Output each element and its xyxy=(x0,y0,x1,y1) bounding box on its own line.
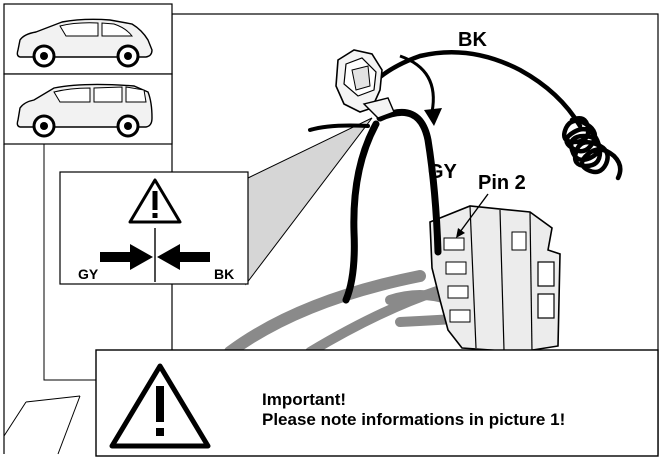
multipin-connector xyxy=(429,205,561,353)
pin-leader xyxy=(456,193,489,238)
mpv-car-icon xyxy=(16,83,153,138)
bk-wire xyxy=(359,50,623,181)
leader-line xyxy=(43,144,96,381)
note-line-1: Important! xyxy=(262,390,346,409)
splice-symbol xyxy=(100,228,210,282)
gy-wire xyxy=(308,108,442,304)
detail-box: GY BK xyxy=(59,171,249,285)
warning-triangle-icon xyxy=(109,363,211,449)
vehicle-panel xyxy=(3,3,173,454)
note-line-2: Please note informations in picture 1! xyxy=(262,410,565,429)
bk-wire-label: BK xyxy=(458,29,487,51)
warning-triangle-icon xyxy=(128,178,182,224)
detail-bk-label: BK xyxy=(214,266,234,282)
direction-arrow xyxy=(399,54,442,126)
splice-connector-icon xyxy=(335,49,395,119)
page-corner xyxy=(3,395,81,455)
pin-label: Pin 2 xyxy=(478,172,526,194)
important-note: Important! Please note informations in p… xyxy=(95,349,659,457)
detail-gy-label: GY xyxy=(78,266,99,282)
gy-wire-label: GY xyxy=(428,161,458,183)
hatchback-car-icon xyxy=(16,18,153,68)
